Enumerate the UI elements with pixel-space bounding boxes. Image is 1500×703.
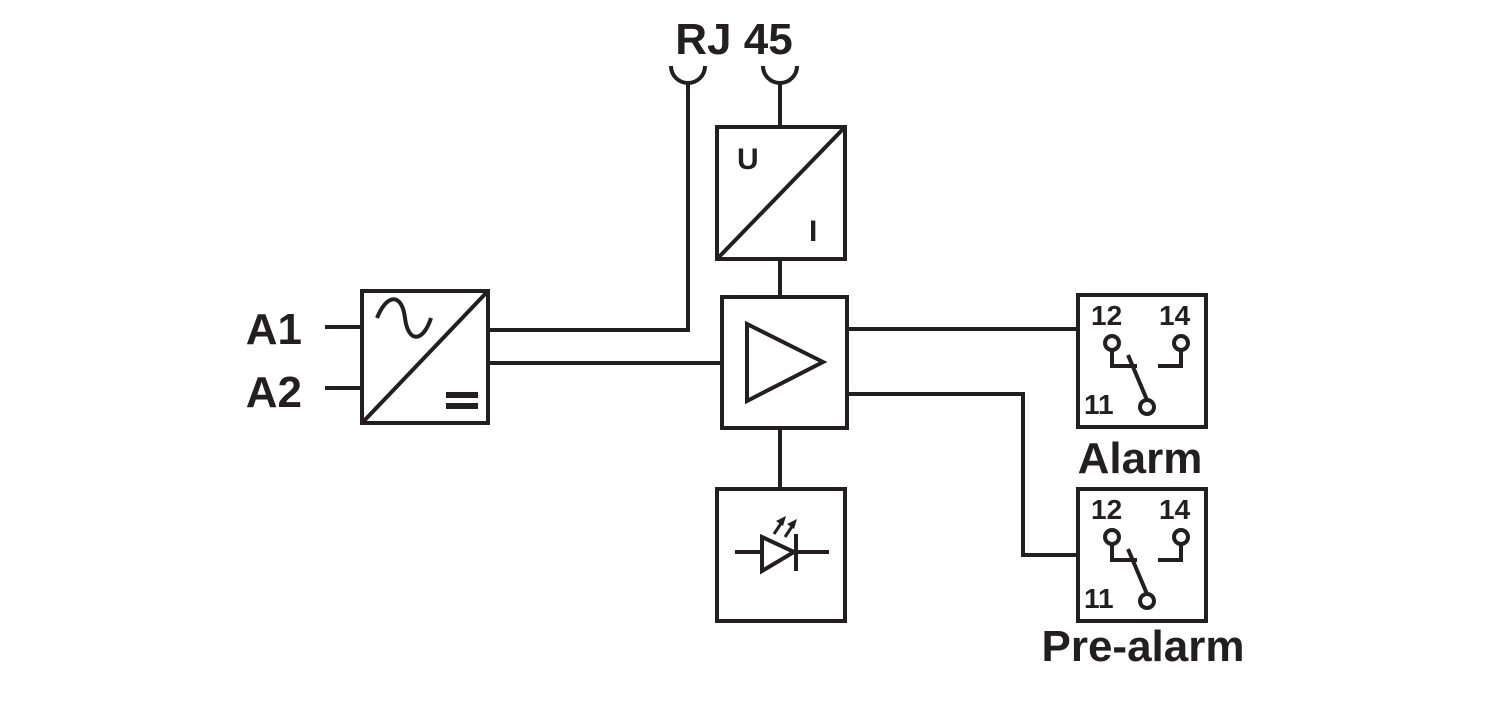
rj45-label: RJ 45 — [675, 15, 792, 64]
prealarm-relay-label: Pre-alarm — [1041, 622, 1244, 671]
prealarm-terminal-14: 14 — [1159, 494, 1191, 525]
alarm-terminal-12: 12 — [1091, 300, 1122, 331]
alarm-relay-label: Alarm — [1078, 434, 1203, 483]
relay-contact-icon — [1103, 528, 1190, 610]
led-diode-icon — [735, 516, 829, 575]
led-indicator-block — [715, 487, 847, 623]
relay-contact-icon — [1103, 334, 1190, 416]
voltage-current-converter-block: U I — [715, 125, 847, 261]
alarm-terminal-14: 14 — [1159, 300, 1191, 331]
terminal-a1-label: A1 — [246, 305, 302, 354]
terminal-a2-label: A2 — [246, 368, 302, 417]
amplifier-triangle-icon — [745, 320, 828, 405]
prealarm-terminal-11: 11 — [1084, 583, 1114, 614]
rj45-socket-icon — [669, 65, 799, 85]
alarm-relay-block: 12 14 11 — [1076, 293, 1208, 429]
amplifier-block — [720, 295, 849, 430]
ac-dc-converter-icon — [375, 297, 433, 339]
wiring — [325, 82, 1078, 557]
converter-output-label: I — [809, 215, 817, 248]
power-supply-block — [360, 289, 490, 425]
alarm-terminal-11: 11 — [1084, 389, 1114, 420]
converter-input-label: U — [737, 143, 759, 176]
prealarm-relay-block: 12 14 11 — [1076, 487, 1208, 623]
prealarm-terminal-12: 12 — [1091, 494, 1122, 525]
